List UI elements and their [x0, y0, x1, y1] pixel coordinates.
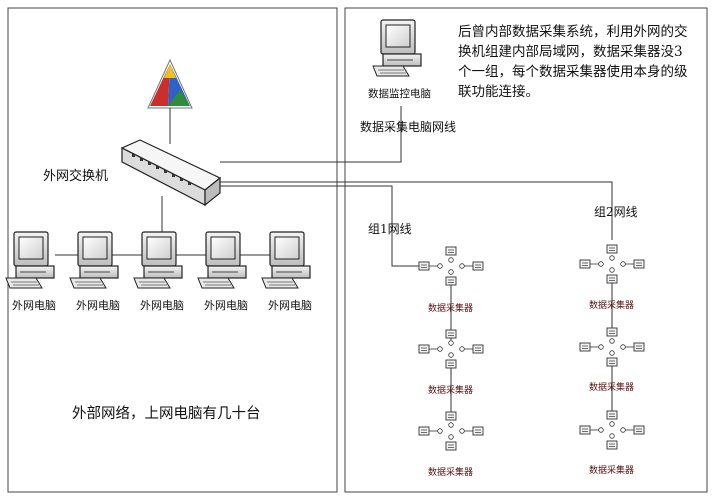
external-pc-label: 外网电脑: [76, 299, 120, 312]
data-collector-label: 数据采集器: [428, 304, 474, 314]
internet-router-icon: [147, 58, 193, 113]
external-computer-icon: [197, 231, 247, 289]
internal-network-panel: [344, 7, 708, 493]
external-computer-icon: [133, 231, 183, 289]
data-collector-label: 数据采集器: [589, 466, 635, 476]
monitor-pc-label: 数据监控电脑: [368, 88, 431, 100]
external-computer-icon: [261, 231, 311, 289]
data-collector-icon: [419, 247, 483, 285]
external-network-label: 外部网络，上网电脑有几十台: [72, 406, 261, 422]
external-pc-label: 外网电脑: [204, 299, 248, 312]
data-collector-icon: [580, 245, 644, 283]
external-pc-label: 外网电脑: [268, 299, 312, 312]
data-collector-icon: [419, 412, 483, 450]
data-collector-label: 数据采集器: [428, 468, 474, 478]
system-description: 后曾内部数据采集系统，利用外网的交换机组建内部局域网，数据采集器没3个一组，每个…: [458, 24, 688, 100]
group2-cable-label: 组2网线: [594, 205, 638, 219]
group1-cable: [220, 185, 424, 267]
external-network-panel: [7, 7, 338, 493]
data-collector-icon: [580, 328, 644, 366]
external-pc-label: 外网电脑: [140, 299, 184, 312]
data-collector-label: 数据采集器: [589, 301, 635, 311]
monitor-cable-label: 数据采集电脑网线: [360, 120, 457, 134]
switch-label: 外网交换机: [43, 169, 109, 184]
data-collector-icon: [580, 411, 644, 449]
data-collector-icon: [419, 330, 483, 368]
external-computer-icon: [69, 231, 119, 289]
monitor-cable: [220, 106, 402, 163]
monitor-computer-icon: [372, 19, 422, 77]
external-pc-label: 外网电脑: [12, 299, 56, 312]
data-collector-label: 数据采集器: [428, 386, 474, 396]
external-computer-icon: [5, 231, 55, 289]
data-collector-label: 数据采集器: [589, 383, 635, 393]
group1-cable-label: 组1网线: [368, 222, 412, 236]
network-switch-icon: [120, 139, 222, 207]
group2-cable: [220, 181, 613, 240]
